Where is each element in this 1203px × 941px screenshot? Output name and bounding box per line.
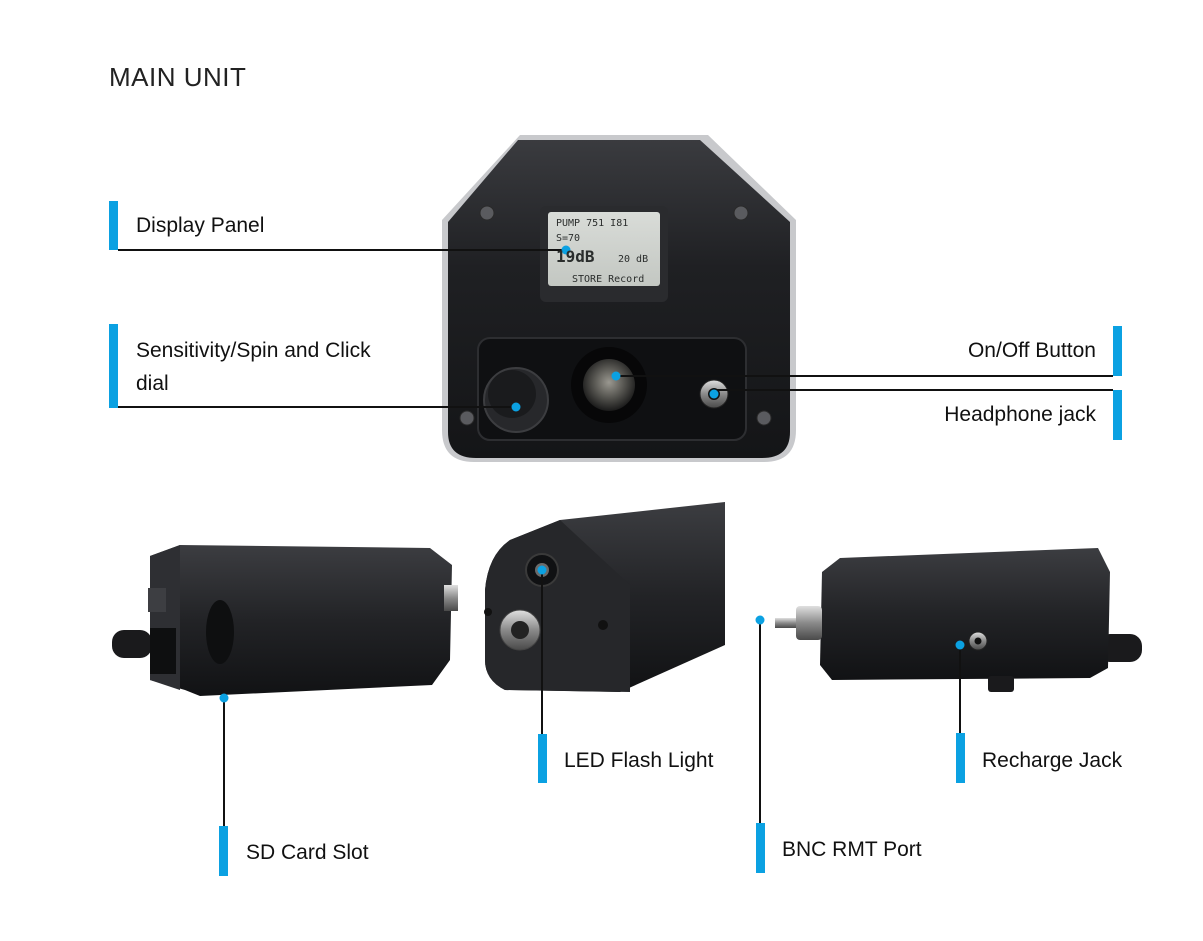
label-sd-card-slot: SD Card Slot (246, 841, 369, 864)
leader-lines (118, 249, 1113, 826)
label-onoff-button: On/Off Button (967, 339, 1096, 362)
screw-top-left (479, 205, 495, 221)
page-title: MAIN UNIT (109, 62, 247, 92)
bnc-rmt-port (796, 606, 822, 640)
left-side-view (112, 545, 458, 696)
label-recharge-jack: Recharge Jack (982, 749, 1123, 772)
label-led-flash-light: LED Flash Light (564, 749, 714, 772)
callout-bars (109, 201, 1122, 876)
callout-dots (219, 245, 965, 703)
left-bnc-stub (444, 585, 458, 611)
front-view (442, 135, 796, 462)
display-line-3b: 20 dB (618, 254, 648, 265)
label-headphone-jack: Headphone jack (944, 403, 1096, 426)
screw-bottom-right (756, 410, 772, 426)
right-knob (1098, 634, 1142, 662)
display-panel (548, 212, 660, 286)
left-side-body (150, 545, 452, 696)
screw-top-right (733, 205, 749, 221)
display-line-4: STORE Record (572, 274, 644, 285)
display-text: PUMP 751 I81 S=70 19dB 20 dB STORE Recor… (556, 218, 648, 285)
left-knob (112, 630, 152, 658)
label-sensitivity-line-2: dial (136, 372, 169, 395)
led-lens (583, 359, 635, 411)
label-sensitivity-line-1: Sensitivity/Spin and Click (136, 339, 371, 362)
middle-view (484, 502, 725, 692)
display-line-2: S=70 (556, 233, 580, 244)
label-display-panel: Display Panel (136, 214, 265, 237)
right-side-body (820, 548, 1110, 680)
right-side-view (775, 548, 1142, 692)
display-line-1: PUMP 751 I81 (556, 218, 628, 229)
sd-card-cover (206, 600, 234, 664)
screw-bottom-left (459, 410, 475, 426)
label-bnc-rmt-port: BNC RMT Port (782, 838, 922, 861)
display-line-3: 19dB (556, 247, 595, 266)
